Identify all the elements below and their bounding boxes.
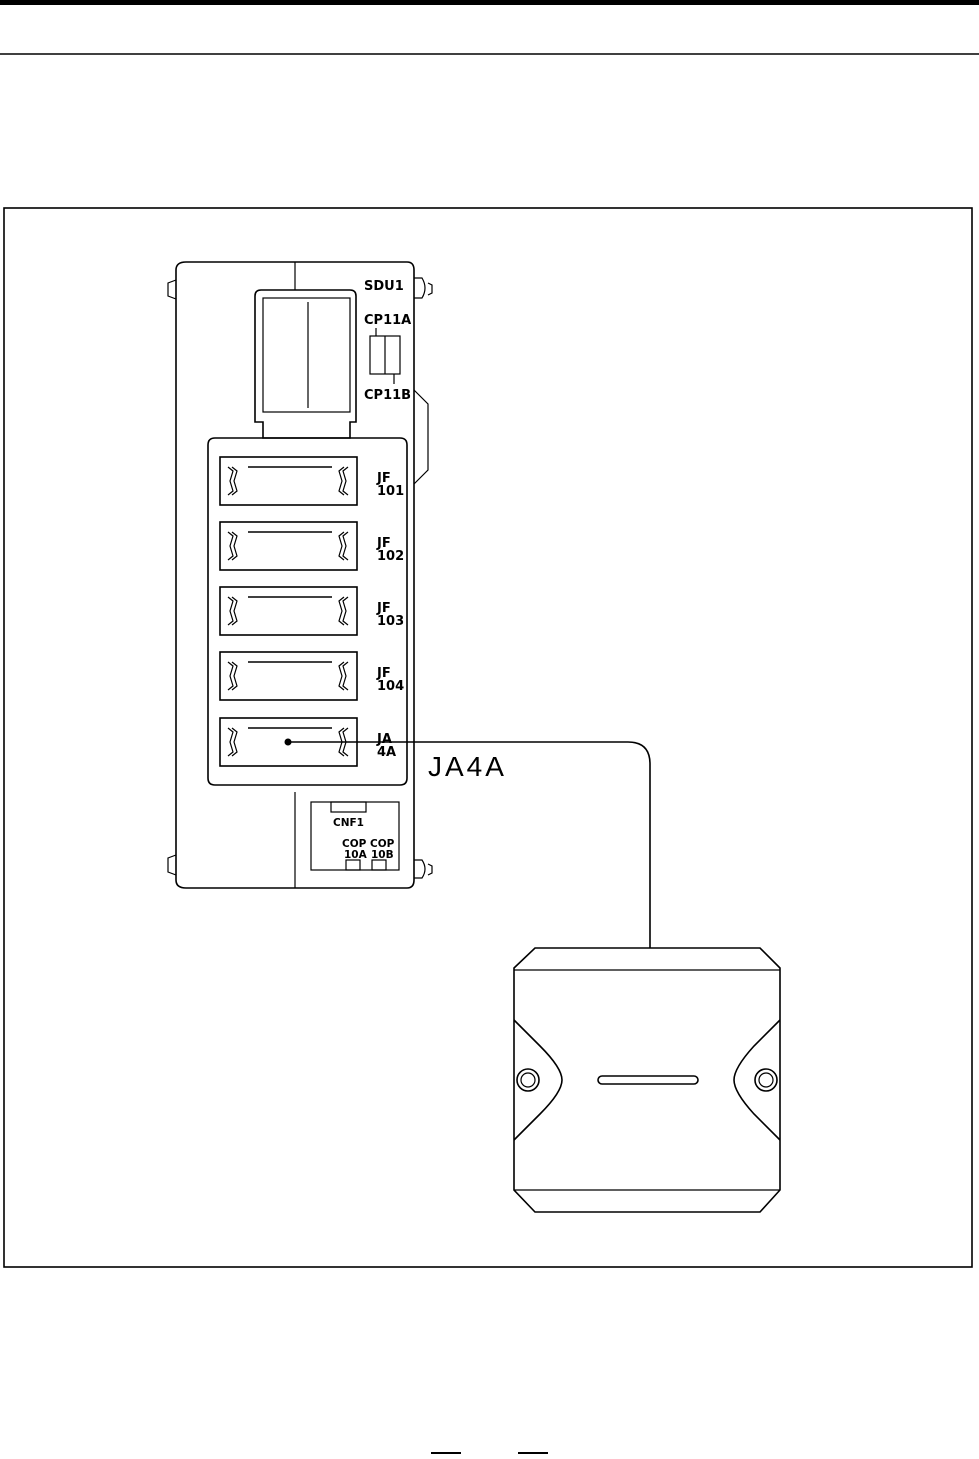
connector-label-bottom: 102 bbox=[377, 549, 404, 564]
sdu1-unit: SDU1 CP11A CP11B JF101JF102JF103JF104JA4… bbox=[168, 262, 432, 888]
cp11b-label: CP11B bbox=[364, 388, 411, 403]
device-slot bbox=[598, 1076, 698, 1084]
connector-label-bottom: 104 bbox=[377, 679, 404, 694]
cnf1-label: CNF1 bbox=[333, 817, 364, 829]
cp11a-label: CP11A bbox=[364, 313, 411, 328]
remote-device bbox=[514, 948, 780, 1212]
connector-label-bottom: 101 bbox=[377, 484, 404, 499]
cop10a-port bbox=[346, 860, 360, 870]
figure-frame bbox=[4, 208, 972, 1267]
cop10a-label-2: 10A bbox=[344, 849, 368, 861]
cop10b-label-2: 10B bbox=[371, 849, 394, 861]
connector-label-bottom: 103 bbox=[377, 614, 404, 629]
cop10b-port bbox=[372, 860, 386, 870]
sdu1-label: SDU1 bbox=[364, 279, 404, 294]
connector-label-bottom: 4A bbox=[377, 745, 396, 760]
header-thick-rule bbox=[0, 0, 979, 5]
cable-label: JA4A bbox=[428, 751, 507, 782]
